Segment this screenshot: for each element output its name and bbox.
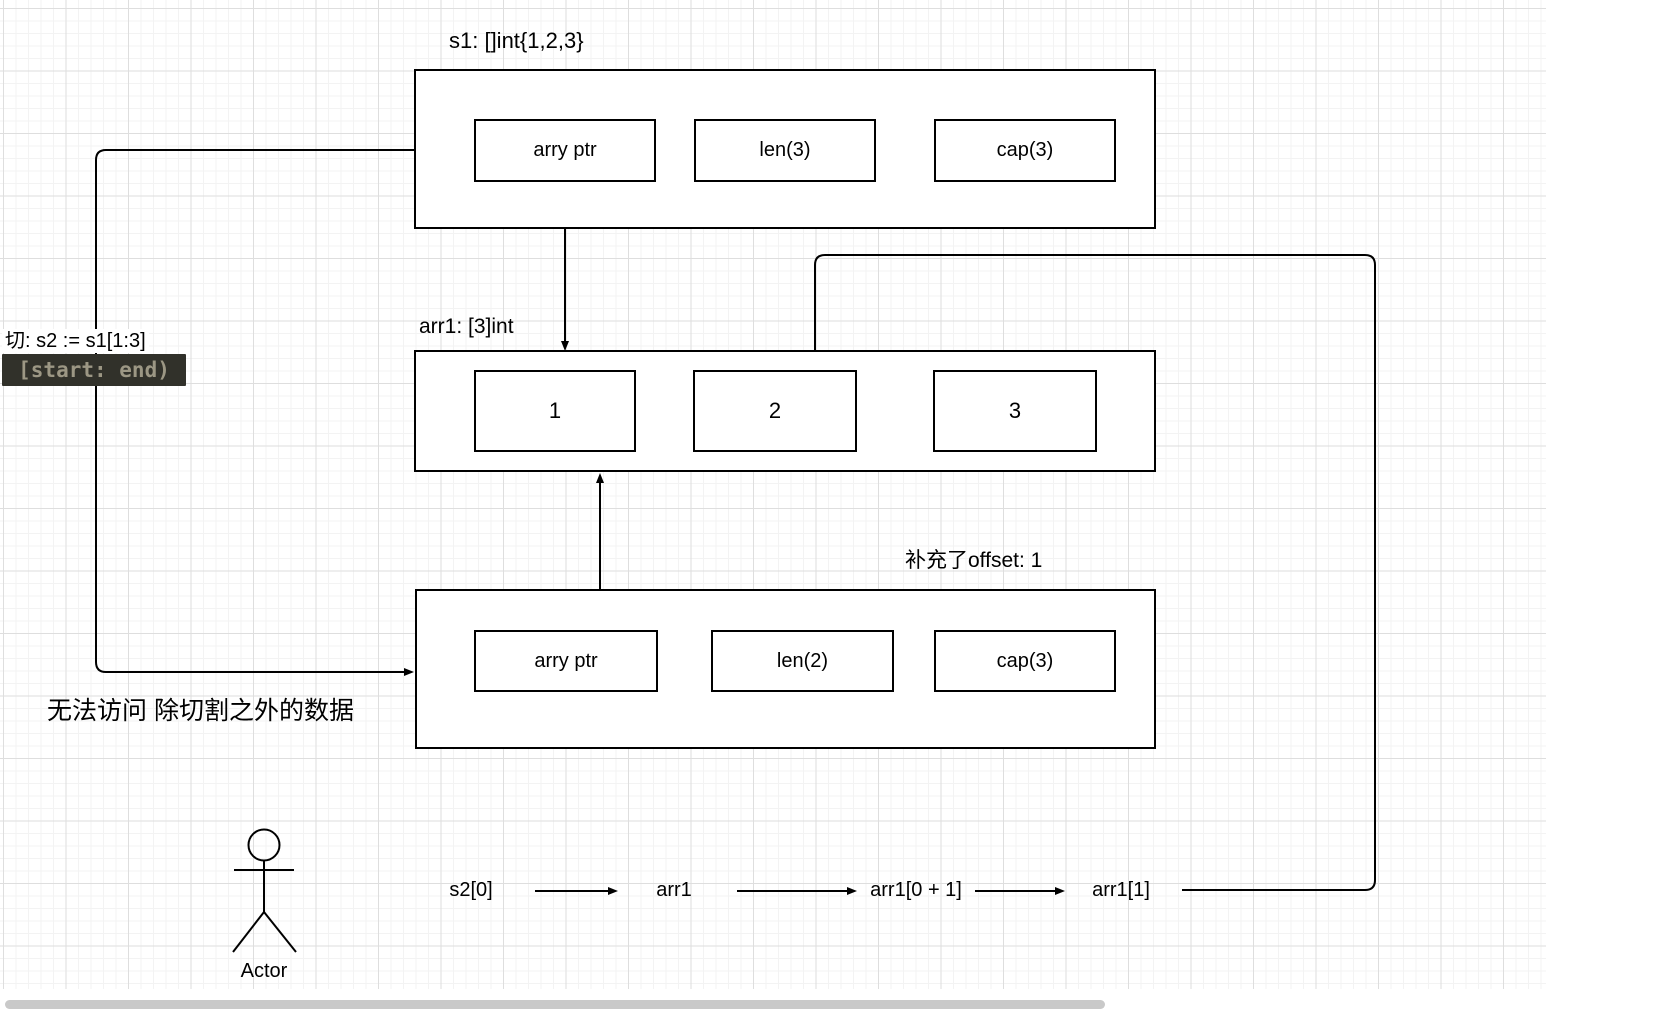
s1-len-cell[interactable] — [694, 119, 876, 182]
arr1-cell-3[interactable] — [933, 370, 1097, 452]
actor-label[interactable]: Actor — [240, 960, 288, 982]
canvas-right-margin — [1546, 0, 1676, 1012]
connector-arr1of1-to-cell2[interactable] — [811, 254, 1376, 891]
s1-cap-cell[interactable] — [934, 119, 1116, 182]
no-access-note[interactable]: 无法访问 除切割之外的数据 — [47, 697, 354, 725]
arr1-cell-1-label[interactable]: 1 — [548, 398, 562, 423]
slice-range-code-box[interactable]: [start: end) — [2, 354, 186, 386]
actor-head[interactable] — [247, 828, 281, 862]
s1-arryptr-label[interactable]: arry ptr — [533, 139, 597, 161]
horizontal-scrollbar[interactable] — [5, 1000, 1105, 1009]
flow-step-arr1-0plus1[interactable]: arr1[0 + 1] — [870, 879, 962, 901]
connector-s1-to-s2-box[interactable] — [95, 149, 415, 676]
flow-step-s2-0[interactable]: s2[0] — [449, 879, 493, 901]
actor-leg-right — [263, 911, 297, 953]
s2-len-label[interactable]: len(2) — [776, 649, 829, 672]
s2-len-cell[interactable] — [711, 630, 894, 692]
slice-range-code-text: [start: end) — [18, 358, 170, 382]
arr1-cell-1[interactable] — [474, 370, 636, 452]
s2-cap-cell[interactable] — [934, 630, 1116, 692]
s1-cap-label[interactable]: cap(3) — [996, 139, 1054, 161]
s2-offset-note[interactable]: 补充了offset: 1 — [905, 549, 1043, 572]
slice-operation-note[interactable]: 切: s2 := s1[1:3] — [2, 329, 149, 353]
s1-arryptr-cell[interactable] — [474, 119, 656, 182]
flow-step-arr1[interactable]: arr1 — [656, 879, 692, 901]
arr1-cell-3-label[interactable]: 3 — [1008, 398, 1022, 423]
s2-cap-label[interactable]: cap(3) — [996, 649, 1054, 672]
actor-leg-left — [232, 911, 265, 953]
flow-step-arr1-1[interactable]: arr1[1] — [1092, 879, 1150, 901]
arr1-cell-2[interactable] — [693, 370, 857, 452]
actor-figure[interactable] — [232, 828, 297, 953]
s2-arryptr-cell[interactable] — [474, 630, 658, 692]
s1-len-label[interactable]: len(3) — [759, 139, 811, 161]
s2-arryptr-label[interactable]: arry ptr — [534, 649, 598, 672]
arr1-cell-2-label[interactable]: 2 — [768, 398, 782, 423]
s1-box-title[interactable]: s1: []int{1,2,3} — [449, 28, 584, 53]
arr1-box-title[interactable]: arr1: [3]int — [419, 315, 514, 338]
